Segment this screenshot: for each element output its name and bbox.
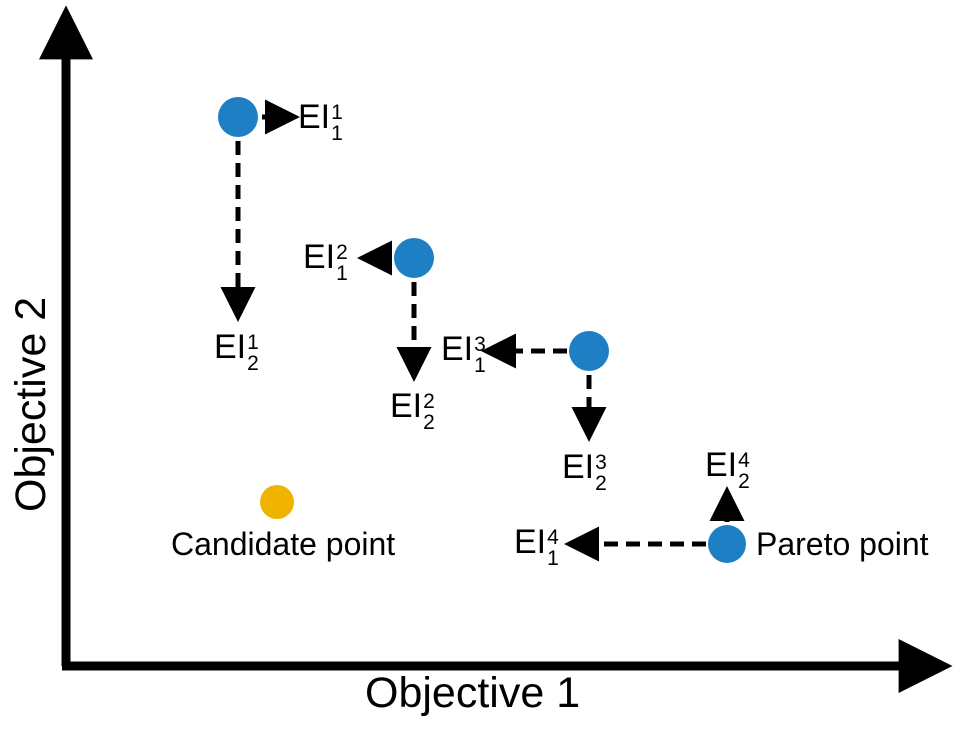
y-axis-label: Objective 2 [7,296,55,512]
ei-label-subscript: 1 [547,546,559,570]
ei-label-subscript: 2 [738,469,750,493]
ei-label-superscript: 3 [474,333,486,356]
ei-label-superscript: 1 [331,101,343,124]
ei-label-base: EI [214,328,247,366]
ei-label-base: EI [441,330,474,368]
ei-label-subscript: 1 [336,261,348,285]
ei-label-base: EI [514,523,547,561]
data-points [218,97,746,563]
ei-label-subscript: 2 [595,471,607,495]
ei-label-superscript: 2 [336,241,348,264]
axes-group [39,5,953,693]
candidate-point-1[interactable] [260,485,294,519]
pareto-point-label: Pareto point [756,526,929,562]
ei-label-base: EI [303,238,336,276]
pareto-point-2[interactable] [394,238,434,278]
ei-label-base: EI [705,446,738,484]
ei-label-superscript: 2 [423,390,435,413]
ei-label-subscript: 1 [474,353,486,377]
ei-label-subscript: 2 [247,351,259,375]
x-axis-label: Objective 1 [365,669,581,717]
ei-label-base: EI [298,98,331,136]
annotation-arrows [220,99,745,562]
ei-label-superscript: 4 [547,526,559,549]
ei-label-superscript: 4 [738,449,750,472]
ei-label-superscript: 1 [247,331,259,354]
pareto-point-4[interactable] [708,525,746,563]
pareto-point-3[interactable] [569,331,609,371]
ei-label-base: EI [562,448,595,486]
ei-label-superscript: 3 [595,451,607,474]
pareto-point-1[interactable] [218,97,258,137]
ei-label-subscript: 2 [423,410,435,434]
ei-label-base: EI [390,387,423,425]
candidate-point-label: Candidate point [171,526,396,562]
ei-label-subscript: 1 [331,121,343,145]
